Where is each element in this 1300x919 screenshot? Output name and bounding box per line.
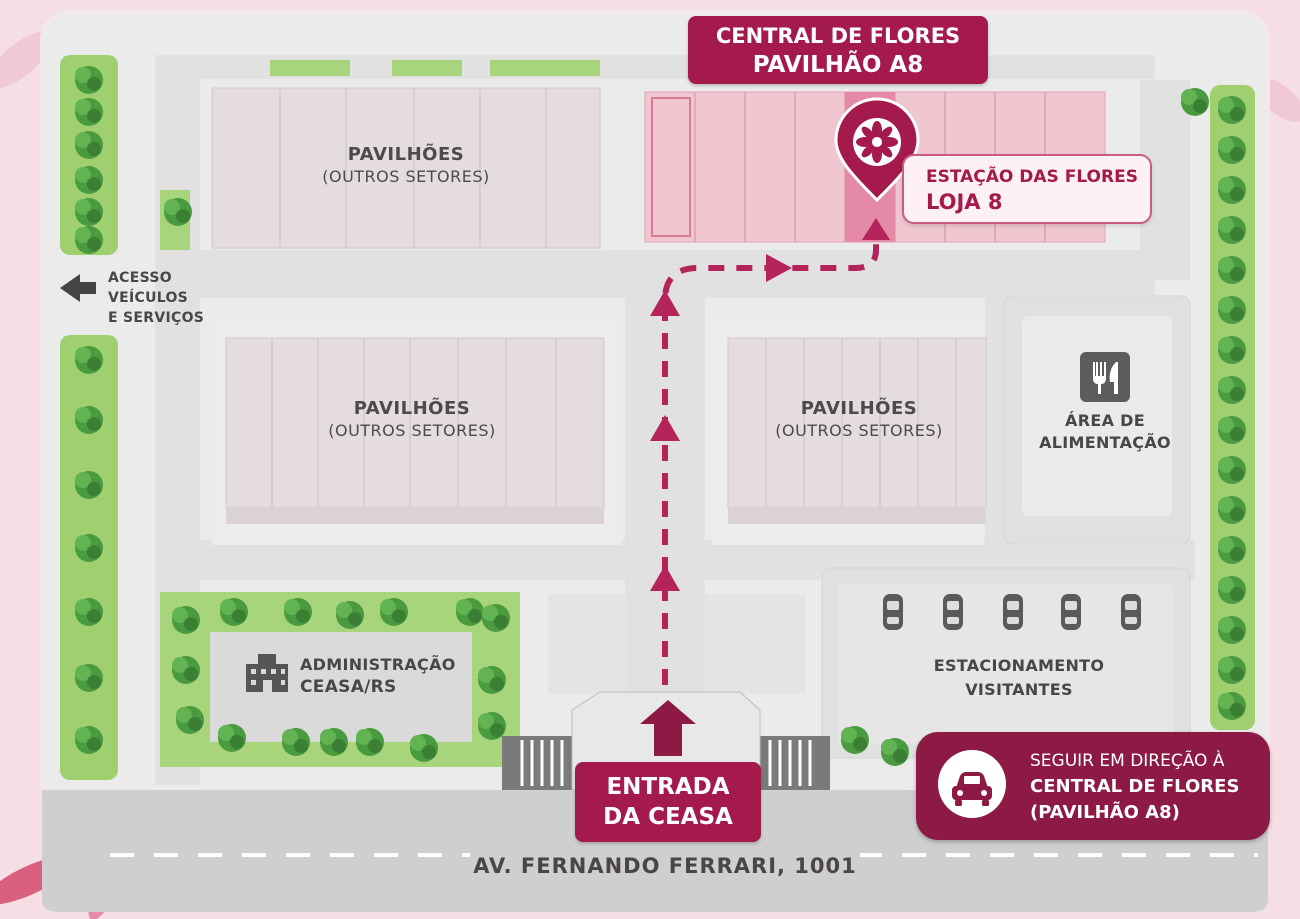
marker-title: ESTAÇÃO DAS FLORES <box>926 167 1138 187</box>
pavilion-top-left <box>211 87 601 249</box>
street-name: AV. FERNANDO FERRARI, 1001 <box>470 852 860 880</box>
arrow-up-icon <box>640 700 696 756</box>
admin-label: ADMINISTRAÇÃO CEASA/RS <box>300 655 456 697</box>
pavilion-label-top-left: PAVILHÕES (OUTROS SETORES) <box>322 144 490 186</box>
entrance-line2: DA CEASA <box>603 804 733 830</box>
pavilion-label-middle-left: PAVILHÕES (OUTROS SETORES) <box>328 398 496 440</box>
pavilion-middle-right <box>712 320 987 545</box>
car-icon <box>938 750 1006 818</box>
route-path <box>640 218 890 756</box>
follow-line3: (PAVILHÃO A8) <box>1030 802 1180 823</box>
access-label: ACESSO VEÍCULOS E SERVIÇOS <box>108 270 205 326</box>
parking-area <box>821 567 1191 759</box>
marker-callout: ESTAÇÃO DAS FLORES LOJA 8 <box>902 154 1152 224</box>
header-line2: PAVILHÃO A8 <box>752 52 924 78</box>
entrance-banner: ENTRADA DA CEASA <box>575 762 761 842</box>
follow-line1: SEGUIR EM DIREÇÃO À <box>1030 751 1225 771</box>
header-banner: CENTRAL DE FLORES PAVILHÃO A8 <box>688 16 988 84</box>
marker-subtitle: LOJA 8 <box>926 190 1003 214</box>
food-area-label: ÁREA DE ALIMENTAÇÃO <box>1039 411 1171 452</box>
car-top-icon <box>883 594 1141 630</box>
pavilion-middle-left <box>212 320 622 545</box>
follow-callout: SEGUIR EM DIREÇÃO À CENTRAL DE FLORES (P… <box>916 732 1270 840</box>
pavilion-label-middle-right: PAVILHÕES (OUTROS SETORES) <box>775 398 943 440</box>
arrow-left-icon <box>60 274 96 302</box>
flower-pin-icon <box>834 97 920 203</box>
building-icon <box>246 654 288 692</box>
parking-label: ESTACIONAMENTO VISITANTES <box>933 656 1105 699</box>
header-line1: CENTRAL DE FLORES <box>715 24 961 48</box>
entrance-line1: ENTRADA <box>606 774 730 800</box>
follow-line2: CENTRAL DE FLORES <box>1030 776 1240 797</box>
fork-knife-icon <box>1080 352 1130 402</box>
